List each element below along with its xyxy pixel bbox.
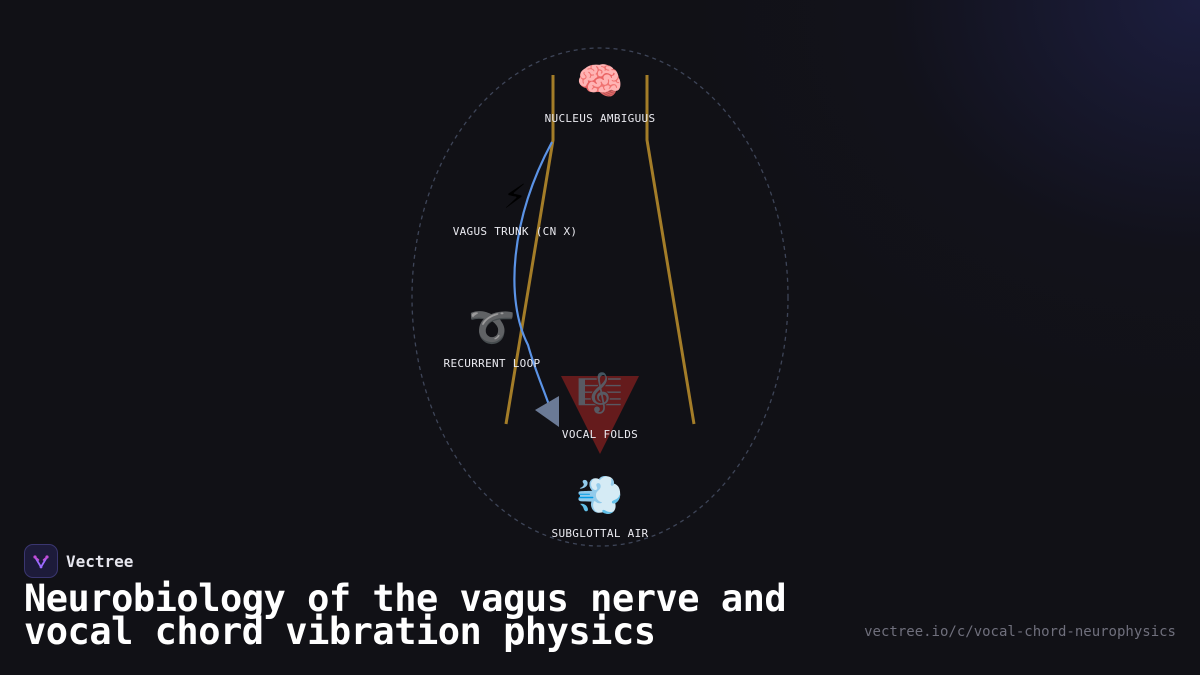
loop-icon: ➰ (468, 305, 515, 349)
nucleus-label: NUCLEUS AMBIGUUS (545, 112, 656, 125)
vagus-label: VAGUS TRUNK (CN X) (453, 225, 578, 238)
brain-icon: 🧠 (576, 59, 623, 103)
page-title: Neurobiology of the vagus nerve and voca… (24, 580, 824, 650)
node-vocal-folds: 🎼 VOCAL FOLDS (562, 371, 638, 441)
title-line-1: Neurobiology of the vagus nerve and (24, 577, 787, 620)
title-line-2: vocal chord vibration physics (24, 610, 656, 653)
node-subglottal-air: 💨 SUBGLOTTAL AIR (552, 473, 649, 540)
larynx-left-wall (504, 75, 555, 425)
larynx-right-wall (645, 75, 696, 425)
vocal-folds-triangle (561, 376, 639, 454)
signal-arrow-head (535, 396, 559, 427)
brand-name: Vectree (66, 551, 134, 571)
signal-path-curve (513, 141, 553, 406)
subglottal-label: SUBGLOTTAL AIR (552, 527, 649, 540)
boundary-ellipse (411, 47, 789, 547)
brand[interactable]: Vectree (24, 544, 133, 578)
recurrent-label: RECURRENT LOOP (444, 357, 541, 370)
dash-air-icon: 💨 (576, 473, 623, 517)
musical-score-icon: 🎼 (576, 371, 623, 415)
vocal-folds-label: VOCAL FOLDS (562, 428, 638, 441)
lightning-icon: ⚡ (504, 173, 527, 217)
node-vagus-trunk: ⚡ VAGUS TRUNK (CN X) (453, 173, 578, 238)
node-nucleus-ambiguus: 🧠 NUCLEUS AMBIGUUS (545, 59, 656, 125)
source-url[interactable]: vectree.io/c/vocal-chord-neurophysics (864, 624, 1176, 640)
node-recurrent-loop: ➰ RECURRENT LOOP (444, 305, 541, 370)
vectree-logo-icon (24, 544, 58, 578)
